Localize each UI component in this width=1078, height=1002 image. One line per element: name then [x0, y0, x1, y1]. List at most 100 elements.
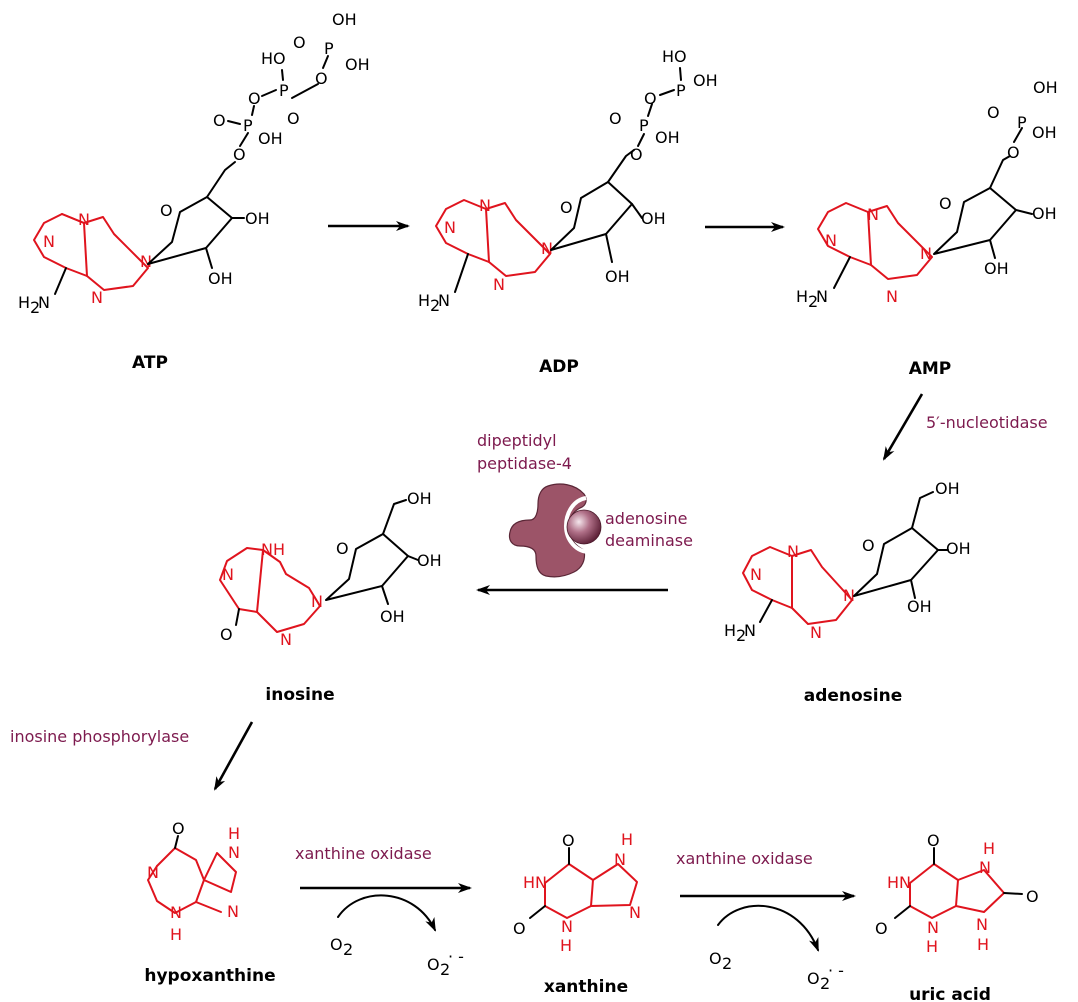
- o2-sub-left-1: 2: [343, 940, 353, 959]
- superoxide-sup-2: · -: [828, 961, 844, 980]
- enzyme-5-nucleotidase: 5′-nucleotidase: [926, 413, 1048, 432]
- superoxide-1: O: [427, 955, 440, 974]
- atom-oh: OH: [935, 479, 960, 498]
- atom-n: N: [787, 542, 799, 561]
- atom-n: N: [280, 630, 292, 649]
- atom-oh: OH: [332, 10, 357, 29]
- atom-n: N: [976, 915, 988, 934]
- xanthine-molecule: HN N H N H N O O: [513, 830, 641, 955]
- superoxide-2: O: [807, 969, 820, 988]
- atom-p: P: [1017, 113, 1027, 132]
- atom-n: N: [629, 903, 641, 922]
- atom-p: P: [676, 81, 686, 100]
- atom-sub: 2: [430, 296, 440, 315]
- atom-sub: 2: [808, 292, 818, 311]
- atom-oh: OH: [417, 551, 442, 570]
- atom-nh: NH: [261, 540, 285, 559]
- atom-p: P: [243, 116, 253, 135]
- atom-n: N: [927, 918, 939, 937]
- atom-h: H: [724, 621, 736, 640]
- atom-oh: OH: [1032, 123, 1057, 142]
- atom-h: H: [228, 824, 240, 843]
- dpp4-protein-icon: [508, 483, 602, 578]
- label-adp: ADP: [539, 357, 579, 377]
- atom-n: N: [444, 218, 456, 237]
- amp-molecule: N N N N H 2 N O OH OH O P O OH OH: [796, 78, 1058, 311]
- atom-oh: OH: [407, 489, 432, 508]
- enzyme-dpp4-line1: dipeptidyl: [477, 431, 557, 450]
- atom-o: O: [560, 198, 573, 217]
- hypoxanthine-molecule: N N H N H N O: [147, 819, 240, 944]
- atom-o: O: [220, 625, 233, 644]
- label-xanthine: xanthine: [544, 977, 628, 997]
- inosine-molecule: N NH N N O O OH OH OH: [219, 489, 442, 649]
- enzyme-ada-line2: deaminase: [605, 531, 693, 550]
- arrow-o2-to-superoxide-1: [337, 894, 436, 932]
- enzyme-dpp4-line2: peptidase-4: [477, 454, 572, 473]
- atom-n: N: [493, 275, 505, 294]
- o2-left-2: O: [709, 949, 722, 968]
- atom-o: O: [1026, 887, 1039, 906]
- atom-o: O: [248, 89, 261, 108]
- atom-hn: HN: [523, 873, 547, 892]
- enzyme-xanthine-oxidase-1: xanthine oxidase: [295, 844, 432, 863]
- atom-n: N: [744, 621, 756, 640]
- atom-o: O: [875, 919, 888, 938]
- atom-p: P: [279, 81, 289, 100]
- label-uric-acid: uric acid: [909, 985, 991, 1002]
- uric-acid-molecule: HN N H N H N H O O O: [875, 831, 1039, 956]
- atom-o: O: [172, 819, 185, 838]
- atom-o: O: [160, 201, 173, 220]
- atom-o: O: [630, 145, 643, 164]
- superoxide-sub-2: 2: [820, 974, 830, 993]
- atom-h: H: [18, 293, 30, 312]
- adenosine-molecule: N N N N H 2 N O OH OH OH: [724, 479, 971, 645]
- atom-oh: OH: [641, 209, 666, 228]
- atom-ho: HO: [662, 47, 687, 66]
- atom-o: O: [644, 89, 657, 108]
- atom-n: N: [825, 231, 837, 250]
- atom-n: N: [228, 843, 240, 862]
- atom-o: O: [336, 539, 349, 558]
- atom-oh: OH: [1033, 78, 1058, 97]
- atom-oh: OH: [655, 128, 680, 147]
- atom-n: N: [438, 291, 450, 310]
- atom-n: N: [43, 232, 55, 251]
- atom-oh: OH: [984, 259, 1009, 278]
- atom-n: N: [750, 565, 762, 584]
- atom-ho: HO: [261, 49, 286, 68]
- atom-n: N: [979, 858, 991, 877]
- atom-h: H: [796, 287, 808, 306]
- atom-n: N: [561, 917, 573, 936]
- atom-o: O: [233, 145, 246, 164]
- atom-hn: HN: [887, 873, 911, 892]
- arrow-amp-to-adenosine: [882, 393, 924, 461]
- atom-n: N: [78, 210, 90, 229]
- atom-h: H: [560, 936, 572, 955]
- label-inosine: inosine: [265, 685, 334, 705]
- atom-n: N: [886, 287, 898, 306]
- atom-o: O: [287, 109, 300, 128]
- atom-h: H: [170, 925, 182, 944]
- atom-oh: OH: [245, 209, 270, 228]
- atom-oh: OH: [907, 597, 932, 616]
- atom-n: N: [843, 586, 855, 605]
- superoxide-sub-1: 2: [440, 960, 450, 979]
- atom-o: O: [513, 919, 526, 938]
- enzyme-xanthine-oxidase-2: xanthine oxidase: [676, 849, 813, 868]
- arrow-o2-to-superoxide-2: [717, 904, 819, 952]
- atom-n: N: [170, 903, 182, 922]
- atom-oh: OH: [345, 55, 370, 74]
- atom-oh: OH: [380, 607, 405, 626]
- atom-n: N: [227, 902, 239, 921]
- atom-o: O: [862, 536, 875, 555]
- atom-n: N: [140, 252, 152, 271]
- atom-o: O: [987, 103, 1000, 122]
- atom-oh: OH: [1032, 204, 1057, 223]
- atom-n: N: [222, 565, 234, 584]
- o2-left-1: O: [330, 935, 343, 954]
- atom-o: O: [562, 831, 575, 850]
- atom-oh: OH: [693, 71, 718, 90]
- adp-molecule: N N N N H 2 N O OH OH O P O OH O P HO OH: [418, 47, 718, 315]
